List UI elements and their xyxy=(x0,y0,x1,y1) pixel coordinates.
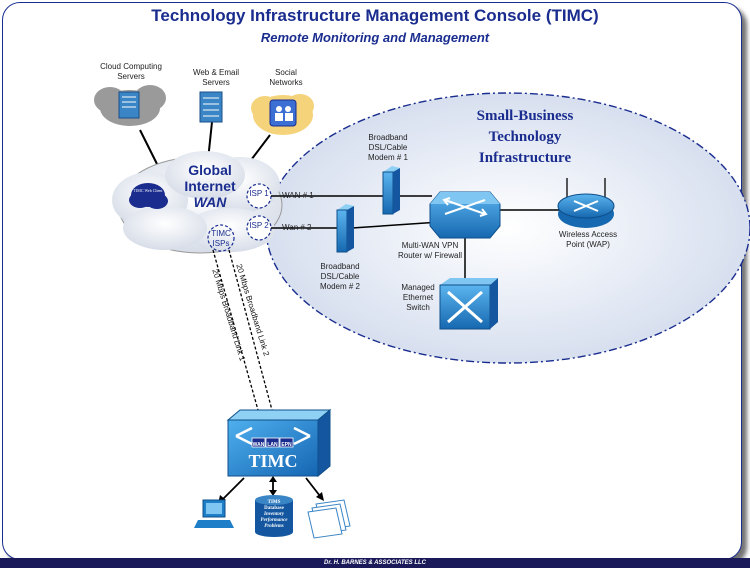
social-network-icon xyxy=(251,94,314,135)
wan2-label: Wan # 2 xyxy=(282,223,312,232)
wan-label: WAN xyxy=(193,194,227,210)
wan1-label: WAN # 1 xyxy=(282,191,314,200)
port-wan-label: WAN xyxy=(252,442,265,448)
timc-label: TIMC xyxy=(248,451,298,471)
sb-title-line1: Small-Business xyxy=(476,108,574,124)
link-cloud-servers xyxy=(139,129,161,171)
isp1-label: ISP 1 xyxy=(249,189,269,198)
wap-icon xyxy=(557,178,615,228)
port-epn-label: EPN xyxy=(281,442,292,448)
db-line3: Inventory xyxy=(264,512,284,517)
timc-web-client-label: TIMC Web Client xyxy=(133,188,163,193)
db-line4: Performance xyxy=(260,518,288,523)
db-line2: Database xyxy=(264,506,284,511)
database-label: TIMS Database Inventory Performance Prob… xyxy=(255,500,293,530)
db-line5: Problems xyxy=(264,524,284,529)
footer-credit: Dr. H. BARNES & ASSOCIATES LLC xyxy=(0,558,750,568)
router-label: Multi-WAN VPN Router w/ Firewall xyxy=(397,241,462,260)
arrow-to-reports xyxy=(305,477,321,497)
page-title: Technology Infrastructure Management Con… xyxy=(151,6,599,25)
timc-isps-label: TIMC ISPs xyxy=(211,229,231,248)
cloud-computing-label: Cloud Computing Servers xyxy=(100,62,162,81)
modem2-label: Broadband DSL/Cable Modem # 2 xyxy=(319,262,361,291)
small-business-title: Small-Business Technology Infrastructure xyxy=(450,106,600,169)
web-email-label: Web & Email Servers xyxy=(192,68,240,87)
global-internet-cloud xyxy=(112,151,283,254)
sb-title-line3: Infrastructure xyxy=(478,150,572,166)
database-icon xyxy=(255,495,293,537)
timc-isps-circle xyxy=(207,224,235,252)
timc-web-client-cloud xyxy=(129,183,168,209)
social-networks-label: Social Networks xyxy=(269,68,303,87)
modem1-icon xyxy=(382,166,400,215)
switch-label: Managed Ethernet Switch xyxy=(401,283,435,312)
switch-icon xyxy=(439,278,498,330)
timc-console-icon xyxy=(226,408,332,478)
reports-icon xyxy=(307,499,351,539)
router-icon xyxy=(429,191,501,239)
db-line1: TIMS xyxy=(267,500,281,505)
sb-title-line2: Technology xyxy=(488,129,562,145)
web-email-server-icon xyxy=(199,91,223,123)
global-label: Global xyxy=(188,162,232,178)
wap-label: Wireless Access Point (WAP) xyxy=(558,230,618,249)
modem1-label: Broadband DSL/Cable Modem # 1 xyxy=(367,133,409,162)
arrow-to-workstation xyxy=(221,477,245,501)
global-internet-wan-label: Global Internet WAN xyxy=(160,162,260,210)
page-subtitle: Remote Monitoring and Management xyxy=(260,30,490,45)
workstation-icon xyxy=(194,499,234,528)
internet-label: Internet xyxy=(184,178,236,194)
cloud-computing-server-icon xyxy=(94,85,166,126)
isp2-label: ISP 2 xyxy=(249,221,269,230)
modem2-to-router xyxy=(351,221,441,229)
modem2-icon xyxy=(336,204,354,253)
port-lan-label: LAN xyxy=(267,442,278,448)
